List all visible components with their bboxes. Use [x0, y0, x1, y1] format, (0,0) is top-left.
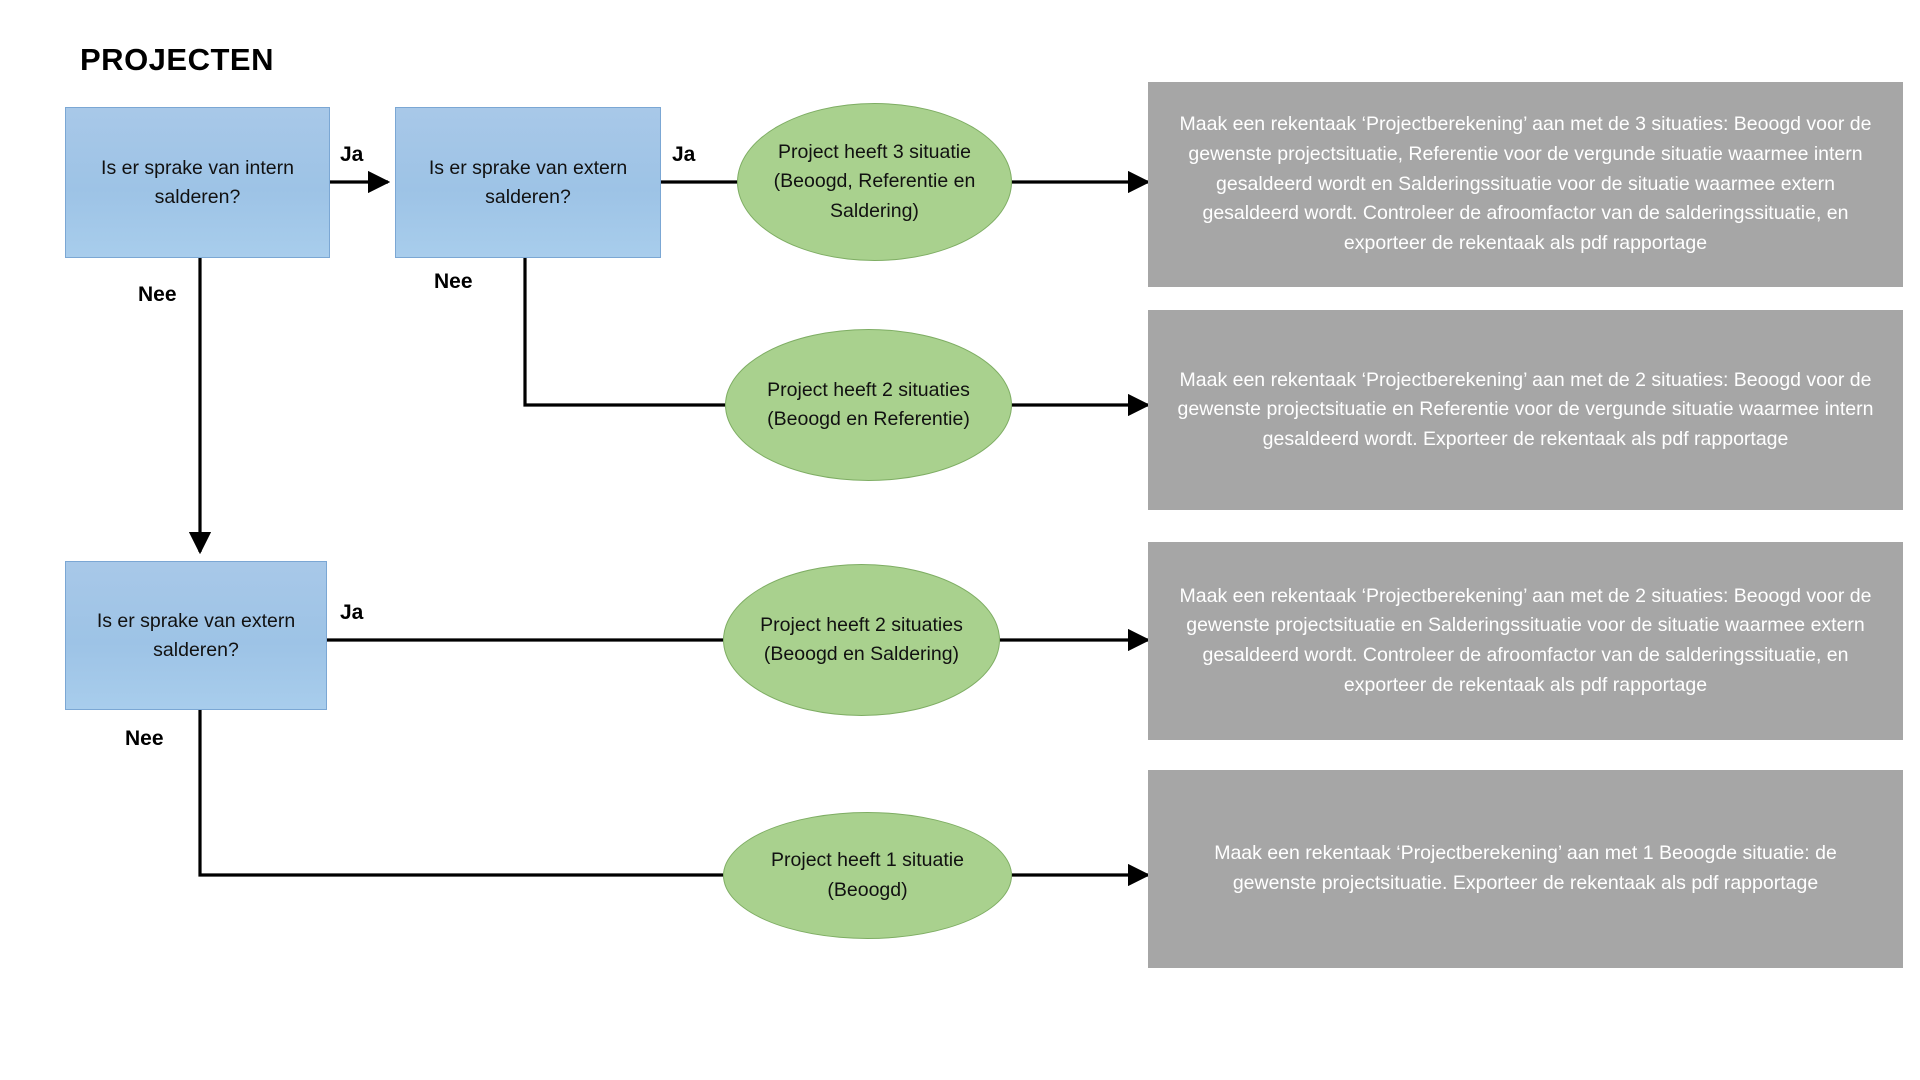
page-title: PROJECTEN — [80, 42, 274, 77]
edge-label-nee-extern-top: Nee — [434, 270, 473, 293]
note-three-situations: Maak een rekentaak ‘Projectberekening’ a… — [1148, 82, 1903, 287]
outcome-three-situations[interactable]: Project heeft 3 situatie (Beoogd, Refere… — [737, 103, 1012, 261]
note-one-situation: Maak een rekentaak ‘Projectberekening’ a… — [1148, 770, 1903, 968]
edge-label-ja-extern-top: Ja — [672, 143, 696, 166]
decision-extern-salderen-bottom[interactable]: Is er sprake van extern salderen? — [65, 561, 327, 710]
note-two-situations-saldering: Maak een rekentaak ‘Projectberekening’ a… — [1148, 542, 1903, 740]
outcome-two-situations-beoogd-referentie[interactable]: Project heeft 2 situaties (Beoogd en Ref… — [725, 329, 1012, 481]
edge-extern-bottom-nee — [198, 710, 723, 877]
outcome-one-situation-beoogd[interactable]: Project heeft 1 situatie (Beoogd) — [723, 812, 1012, 939]
edge-extern-top-nee — [523, 258, 725, 407]
edge-label-ja-intern: Ja — [340, 143, 364, 166]
outcome-two-situations-beoogd-saldering[interactable]: Project heeft 2 situaties (Beoogd en Sal… — [723, 564, 1000, 716]
edge-label-ja-extern-bottom: Ja — [340, 601, 364, 624]
decision-extern-salderen-top[interactable]: Is er sprake van extern salderen? — [395, 107, 661, 258]
decision-intern-salderen[interactable]: Is er sprake van intern salderen? — [65, 107, 330, 258]
edge-label-nee-intern: Nee — [138, 283, 177, 306]
note-two-situations-referentie: Maak een rekentaak ‘Projectberekening’ a… — [1148, 310, 1903, 510]
edge-label-nee-extern-bottom: Nee — [125, 727, 164, 750]
